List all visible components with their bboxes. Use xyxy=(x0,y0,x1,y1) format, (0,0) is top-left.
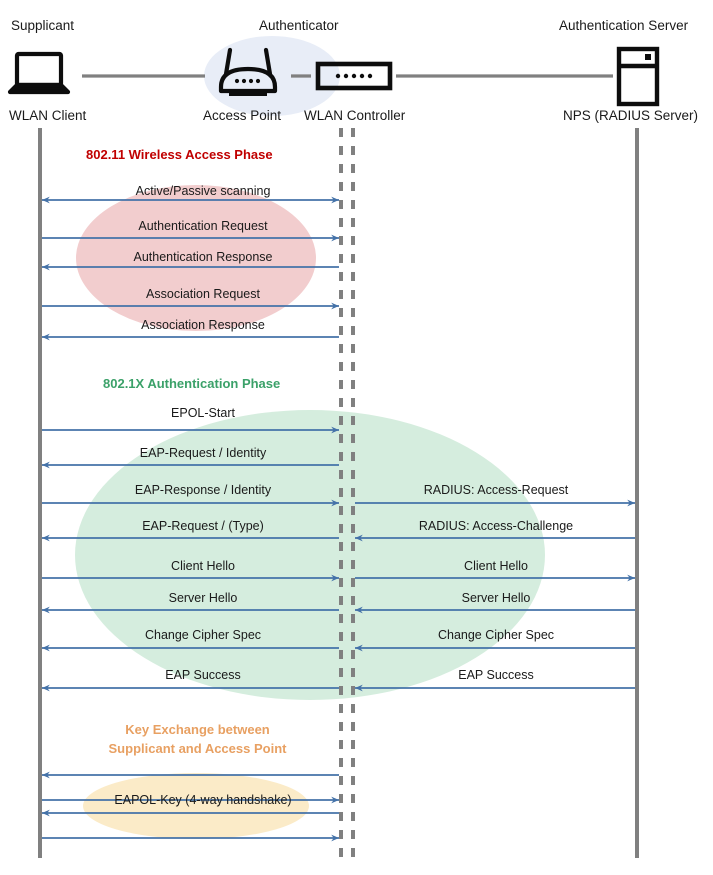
msg-label-change-cipher-spec-right: Change Cipher Spec xyxy=(437,628,555,642)
msg-label-association-response: Association Response xyxy=(141,318,265,332)
actor-device-access-point: Access Point xyxy=(203,108,282,123)
msg-label-eap-request-identity: EAP-Request / Identity xyxy=(139,446,267,460)
server-tower-icon xyxy=(616,46,660,107)
msg-label-change-cipher-spec-left: Change Cipher Spec xyxy=(144,628,262,642)
phase-label-key-exchange-line2: Supplicant and Access Point xyxy=(108,741,287,756)
network-controller-icon xyxy=(315,61,393,91)
laptop-icon xyxy=(7,51,71,95)
phase-ellipse-80211 xyxy=(76,185,316,331)
msg-label-radius-access-request: RADIUS: Access-Request xyxy=(423,483,569,497)
msg-label-server-hello-right: Server Hello xyxy=(461,591,531,605)
phase-ellipse-8021x xyxy=(75,410,545,700)
msg-label-radius-access-challenge: RADIUS: Access-Challenge xyxy=(418,519,574,533)
msg-label-client-hello-left: Client Hello xyxy=(171,559,235,573)
msg-label-eap-success-right: EAP Success xyxy=(458,668,534,682)
actor-device-wlan-controller: WLAN Controller xyxy=(304,108,406,123)
arrow-group-8021x-left xyxy=(41,426,340,692)
wireless-router-icon xyxy=(218,47,278,96)
actor-role-authenticator: Authenticator xyxy=(259,18,339,33)
phase-ellipse-keyexchange xyxy=(83,773,309,839)
msg-label-eap-success-left: EAP Success xyxy=(165,668,241,682)
msg-label-eap-response-identity: EAP-Response / Identity xyxy=(134,483,272,497)
arrow-group-key-exchange xyxy=(41,771,340,842)
phase-label-80211: 802.11 Wireless Access Phase xyxy=(86,147,273,162)
msg-label-client-hello-right: Client Hello xyxy=(464,559,528,573)
msg-label-authentication-response: Authentication Response xyxy=(133,250,273,264)
arrow-group-80211 xyxy=(41,196,340,341)
msg-label-authentication-request: Authentication Request xyxy=(138,219,268,233)
arrow-group-8021x-right xyxy=(354,499,636,692)
actor-device-nps-radius-server: NPS (RADIUS Server) xyxy=(563,108,699,123)
actor-device-wlan-client: WLAN Client xyxy=(9,108,87,123)
msg-label-eapol-key-handshake: EAPOL-Key (4-way handshake) xyxy=(114,793,292,807)
msg-label-eapol-start: EPOL-Start xyxy=(171,406,235,420)
msg-label-eap-request-type: EAP-Request / (Type) xyxy=(142,519,264,533)
msg-label-association-request: Association Request xyxy=(146,287,260,301)
actor-role-supplicant: Supplicant xyxy=(11,18,75,33)
actor-role-authentication-server: Authentication Server xyxy=(559,18,689,33)
phase-label-key-exchange-line1: Key Exchange between xyxy=(125,722,270,737)
msg-label-active-passive-scanning: Active/Passive scanning xyxy=(135,184,271,198)
msg-label-server-hello-left: Server Hello xyxy=(168,591,238,605)
phase-label-8021x: 802.1X Authentication Phase xyxy=(103,376,281,391)
